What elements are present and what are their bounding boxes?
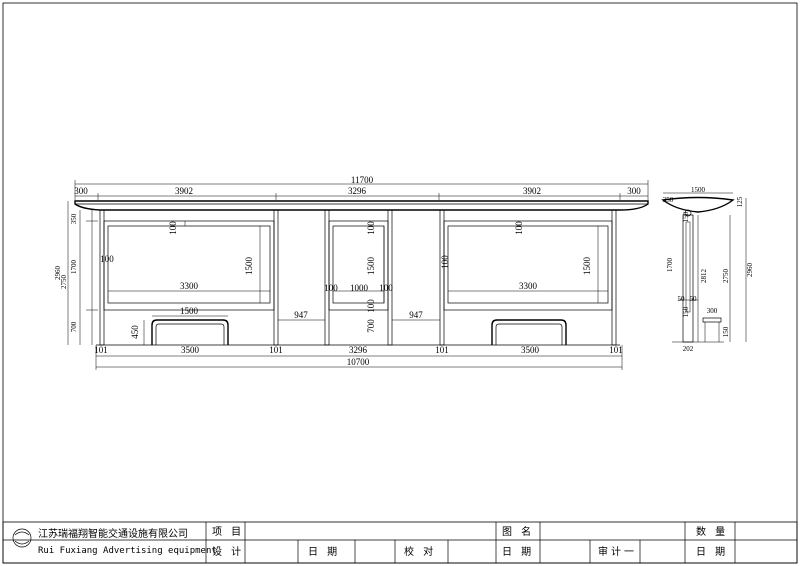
dim-span-3: 3500	[521, 345, 540, 355]
dim-gap-1: 947	[294, 310, 308, 320]
dim-pr-side: 100	[440, 255, 450, 269]
dim-left-2750: 2750	[60, 275, 68, 290]
dim-left-700: 700	[70, 321, 78, 332]
date-label-1: 日 期	[308, 546, 340, 558]
panel-left-outer	[103, 220, 275, 311]
panel-left-dimensions: 100 100 1500 3300	[100, 221, 270, 303]
panel-mid-outer	[328, 220, 389, 311]
bench-right-inner	[495, 323, 563, 345]
dim-side-total-height: 2960	[746, 263, 754, 278]
bench-left	[151, 319, 229, 345]
bench-right	[491, 319, 567, 345]
dim-span-1: 3500	[181, 345, 200, 355]
drawing-name-label: 图 名	[502, 525, 534, 538]
side-post-inner	[685, 221, 691, 313]
dim-pl-width: 3300	[180, 281, 199, 291]
side-elevation: 1500 350 150 150 50 50 1700 2812 2750 29…	[661, 186, 754, 353]
date-label-2: 日 期	[502, 546, 534, 558]
dim-pl-top: 100	[168, 221, 178, 235]
post	[611, 209, 617, 346]
side-post-label-3: 50	[678, 295, 686, 303]
dim-top-seg-4: 3902	[523, 186, 541, 196]
dim-top-seg-5: 300	[627, 186, 641, 196]
post	[324, 209, 330, 346]
panel-mid-dimensions: 100 1500 100 1000 100 100 700	[324, 221, 393, 333]
dim-post-3: 101	[435, 345, 449, 355]
side-post-label-4: 50	[690, 295, 698, 303]
dim-bench-width: 1500	[180, 306, 199, 316]
dim-bench-height: 450	[130, 325, 140, 339]
dim-side-panel-height: 1700	[666, 258, 674, 273]
dim-pr-top: 100	[514, 221, 524, 235]
post	[99, 209, 105, 346]
project-label: 项 目	[212, 526, 244, 538]
dim-top-seg-1: 300	[74, 186, 88, 196]
dim-side-top-height: 125	[736, 196, 744, 207]
top-dimensions: 11700 300 3902 3296 3902 300	[74, 175, 649, 200]
panel-right-outer	[443, 220, 613, 311]
dim-side-bench-h: 150	[722, 326, 730, 337]
panel-right-inner	[447, 225, 609, 304]
dim-side-base: 202	[683, 345, 694, 353]
dim-pm-height: 1500	[366, 257, 376, 276]
dim-pr-width: 3300	[519, 281, 538, 291]
side-canopy	[661, 196, 735, 213]
dim-top-seg-2: 3902	[175, 186, 193, 196]
front-elevation	[74, 200, 649, 346]
dim-overall-top: 11700	[351, 175, 374, 185]
panel-left-inner	[107, 225, 271, 304]
bottom-dimensions: 101 3500 101 3296 101 3500 101 10700	[94, 345, 623, 370]
dim-gap-2: 947	[409, 310, 423, 320]
date-label-3: 日 期	[696, 546, 728, 558]
post	[387, 209, 393, 346]
side-post-label-1: 150	[682, 211, 690, 222]
company-logo	[12, 528, 32, 548]
side-bench	[702, 317, 722, 323]
dim-side-top-width: 1500	[691, 186, 706, 194]
side-post	[682, 214, 694, 343]
dim-pm-bottom-h: 700	[366, 319, 376, 333]
design-label: 设 计	[212, 545, 244, 558]
dim-left-2960: 2960	[54, 266, 62, 281]
dim-pm-top: 100	[366, 221, 376, 235]
dim-left-1700: 1700	[70, 260, 78, 275]
bench-dimensions: 1500 450 947 947	[130, 306, 440, 345]
dim-pm-bottom-off: 100	[366, 299, 376, 313]
side-post-label-2: 150	[682, 306, 690, 317]
dim-pl-height: 1500	[244, 257, 254, 276]
dim-post-1: 101	[94, 345, 108, 355]
dim-post-2: 101	[269, 345, 283, 355]
dim-span-2: 3296	[349, 345, 368, 355]
review-label: 审计一	[598, 545, 637, 558]
post	[439, 209, 445, 346]
left-dimensions: 350 1700 700 2750 2960	[54, 201, 98, 345]
company-name-cn: 江苏瑞福翔智能交通设施有限公司	[38, 527, 188, 540]
title-block: 江苏瑞福翔智能交通设施有限公司 Rui Fuxiang Advertising …	[2, 521, 798, 564]
side-canopy-joint	[684, 209, 692, 217]
dim-pm-width: 1000	[350, 283, 369, 293]
dim-pr-height: 1500	[582, 257, 592, 276]
check-label: 校 对	[404, 545, 436, 558]
bench-left-inner	[155, 323, 225, 345]
dim-left-350: 350	[70, 213, 78, 224]
panel-right-dimensions: 100 100 1500 3300	[440, 221, 608, 303]
company-name-en: Rui Fuxiang Advertising equipment	[38, 546, 217, 556]
dim-side-inner-height: 2812	[700, 269, 708, 284]
dim-top-seg-3: 3296	[348, 186, 367, 196]
dim-pl-side: 100	[100, 254, 114, 264]
canopy-roof	[74, 200, 649, 211]
dim-side-post-height: 2750	[722, 269, 730, 284]
dim-pm-side-l: 100	[324, 283, 338, 293]
dim-pm-side-r: 100	[379, 283, 393, 293]
dim-overall-bottom: 10700	[347, 357, 370, 367]
dim-post-4: 101	[609, 345, 623, 355]
post	[273, 209, 279, 346]
quantity-label: 数 量	[696, 525, 728, 538]
dim-side-bench-w: 300	[707, 307, 718, 315]
